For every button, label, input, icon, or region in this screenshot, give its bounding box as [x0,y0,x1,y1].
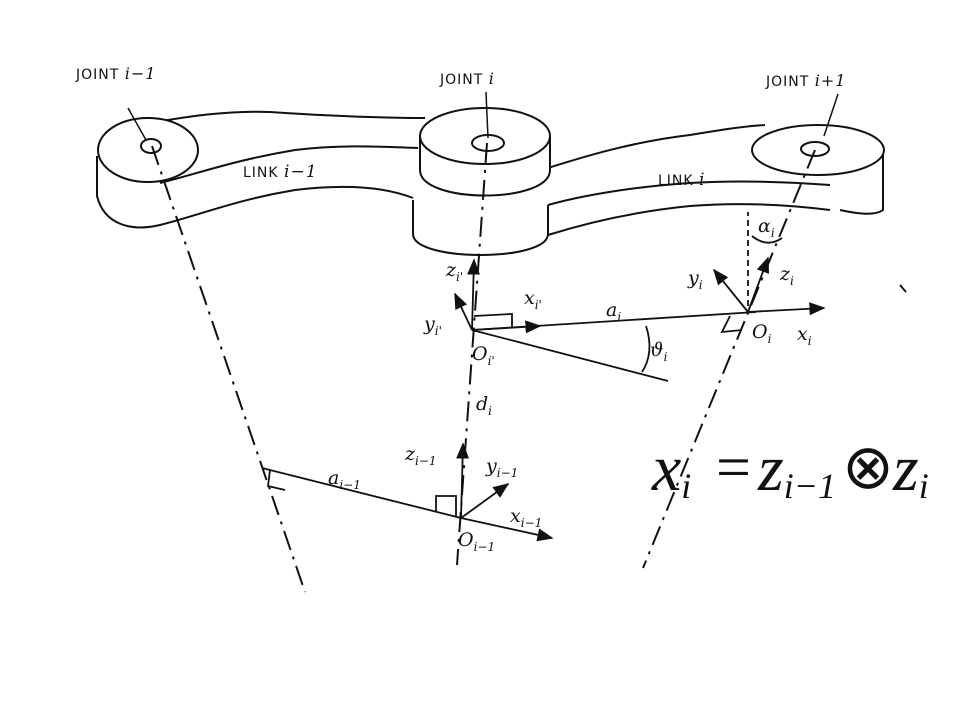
equation-z1: zi−1 [757,432,836,506]
link-curr-body [547,124,885,236]
stray-mark [899,284,907,293]
equation-equals: = [716,434,751,502]
frame-arrows [454,256,826,542]
arrow-z-i [747,256,770,313]
equation-z2: zi [892,432,929,506]
link-prev-body [96,110,426,229]
link-prev-label: LINK i−1 [243,162,318,182]
label-d: di [476,393,492,418]
right-angle-a-prev-left [267,469,286,491]
label-x-prime: xi' [524,287,542,312]
joint-next-label: JOINT i+1 [765,71,846,90]
right-angle-o-prime [473,313,513,328]
theta-arc [641,325,651,373]
equation-lhs: xi [651,432,691,506]
label-z-prime: zi' [445,259,463,284]
joint-prev-label: JOINT i−1 [75,64,156,83]
arrow-y-prime [454,292,473,331]
label-x-i: xi [797,323,812,348]
arrow-z-prime [467,258,481,331]
leader-joint-prev [127,107,147,141]
arrow-y-prev [460,483,510,519]
label-o-prime: Oi' [472,343,495,368]
label-z-prev: zi−1 [404,443,437,468]
equation-operator: ⊗ [842,434,894,502]
label-o-i: Oi [752,321,772,346]
normals [261,212,783,519]
arrow-z-prev [456,442,470,519]
label-y-prev: yi−1 [485,455,518,480]
axis-joint-next [642,149,816,569]
right-angle-o-i [720,315,743,334]
alpha-arc [751,235,783,244]
link-structure [96,107,885,256]
leader-joint-next [823,93,839,137]
link-curr-label: LINK i [658,170,705,190]
arrow-y-i [712,268,749,313]
normal-a-prev [261,467,462,519]
joint-i-cylinder [419,107,551,197]
arrow-x-prev [460,517,554,542]
label-a-prev: ai−1 [328,467,361,492]
leader-lines [127,91,839,141]
arrow-x-prime [471,320,542,334]
cross-product-equation: xi = zi−1 ⊗ zi [651,432,929,506]
label-y-i: yi [687,267,703,292]
arrow-x-i [747,302,826,316]
label-a-i: ai [606,299,621,324]
label-z-i: zi [779,263,794,288]
label-x-prev: xi−1 [510,505,542,530]
theta-ref-line [471,329,669,382]
label-theta: ϑi [650,339,668,364]
leader-joint-curr [485,91,489,139]
joint-curr-label: JOINT i [439,69,495,88]
label-alpha: αi [758,215,775,240]
label-y-prime: yi' [423,313,442,338]
right-angle-o-prev [435,495,457,516]
axis-joint-prev [151,145,306,593]
label-o-prev: Oi−1 [458,529,495,554]
